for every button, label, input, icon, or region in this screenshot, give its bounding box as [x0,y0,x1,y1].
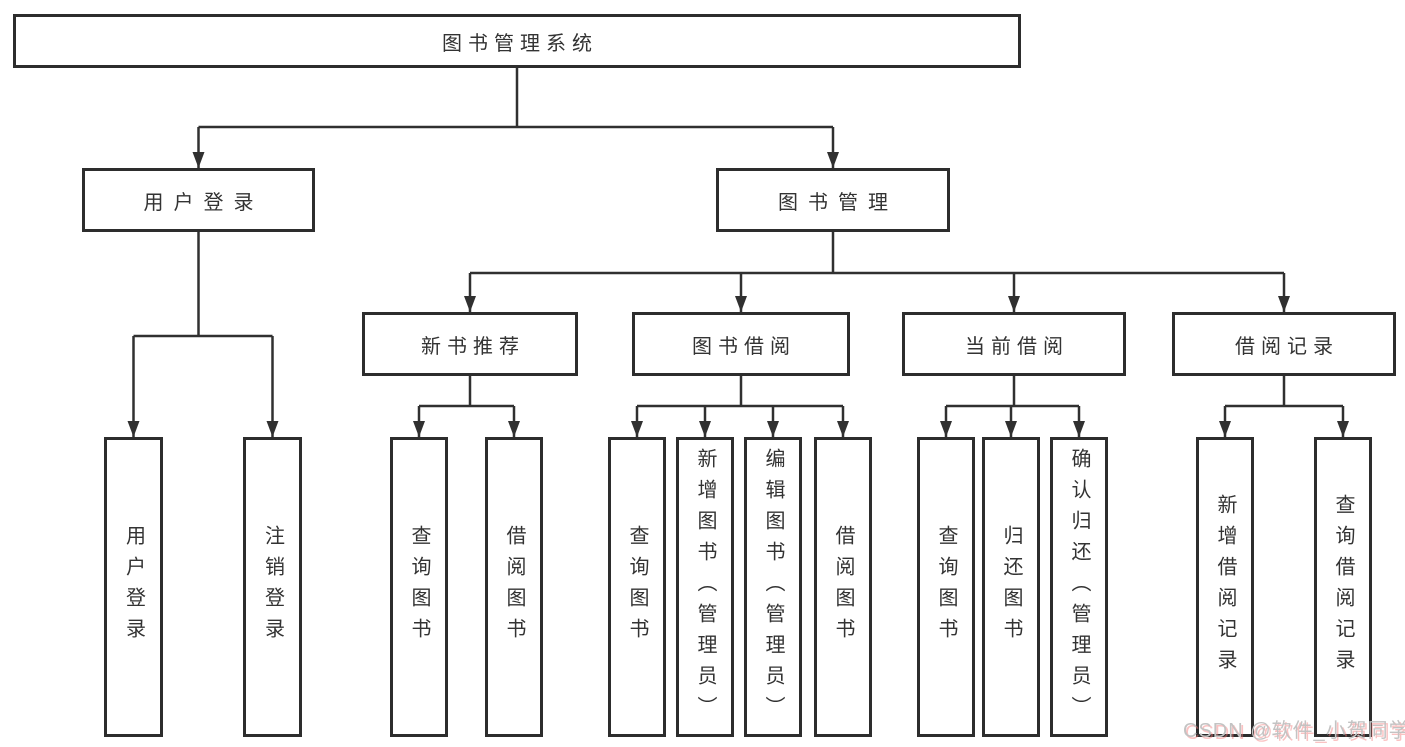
leaf-query-borrow-record-label: 查询借阅记录 [1332,494,1354,680]
leaf-query-books-2: 查询图书 [608,437,666,737]
leaf-user-login: 用户登录 [104,437,163,737]
csdn-watermark: CSDN @软件_小贺同学 [1183,720,1405,742]
leaf-logout-label: 注销登录 [261,525,284,649]
leaf-query-books-3-label: 查询图书 [935,525,957,649]
leaf-query-borrow-record: 查询借阅记录 [1314,437,1372,737]
node-borrowing-records-label: 借阅记录 [1235,335,1339,358]
node-current-borrowing-label: 当前借阅 [965,335,1069,358]
leaf-borrow-books-1: 借阅图书 [485,437,543,737]
leaf-add-borrow-record: 新增借阅记录 [1196,437,1254,737]
node-book-borrowing: 图书借阅 [632,312,850,376]
node-root: 图书管理系统 [13,14,1021,68]
leaf-logout: 注销登录 [243,437,302,737]
leaf-user-login-label: 用户登录 [122,525,145,649]
node-book-borrowing-label: 图书借阅 [692,335,796,358]
leaf-confirm-return-admin: 确认归还（管理员） [1050,437,1108,737]
node-user-login-label: 用户登录 [143,191,264,214]
node-book-management-label: 图书管理 [778,191,898,214]
leaf-query-books-3: 查询图书 [917,437,975,737]
leaf-borrow-books-2: 借阅图书 [814,437,872,737]
node-new-book-recommendation: 新书推荐 [362,312,578,376]
node-borrowing-records: 借阅记录 [1172,312,1396,376]
node-new-book-recommendation-label: 新书推荐 [421,335,525,358]
connector-rails [133,68,1343,408]
leaf-edit-books-admin-label: 编辑图书（管理员） [762,447,784,727]
node-user-login: 用户登录 [82,168,315,232]
node-current-borrowing: 当前借阅 [902,312,1126,376]
leaf-confirm-return-admin-label: 确认归还（管理员） [1068,447,1090,727]
leaf-return-books-label: 归还图书 [1000,525,1022,649]
leaf-return-books: 归还图书 [982,437,1040,737]
node-root-label: 图书管理系统 [442,32,598,55]
leaf-query-books-1-label: 查询图书 [408,525,430,649]
leaf-query-books-1: 查询图书 [390,437,448,737]
leaf-borrow-books-1-label: 借阅图书 [503,525,525,649]
leaf-add-books-admin-label: 新增图书（管理员） [694,447,716,727]
leaf-edit-books-admin: 编辑图书（管理员） [744,437,802,737]
leaf-borrow-books-2-label: 借阅图书 [832,525,854,649]
leaf-query-books-2-label: 查询图书 [626,525,648,649]
node-book-management: 图书管理 [716,168,950,232]
leaf-add-books-admin: 新增图书（管理员） [676,437,734,737]
leaf-add-borrow-record-label: 新增借阅记录 [1214,494,1236,680]
